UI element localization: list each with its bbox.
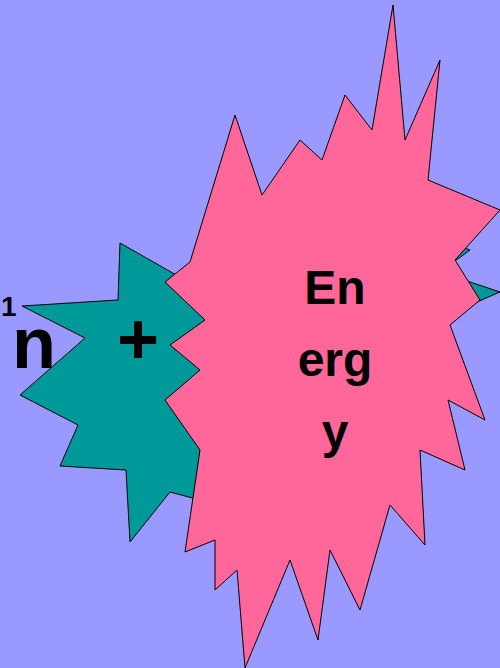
energy-text: En erg y (285, 252, 385, 468)
neutron-symbol: n (12, 307, 56, 379)
starburst-shape (165, 5, 500, 668)
energy-starburst: En erg y (160, 0, 500, 668)
plus-sign: + (117, 303, 159, 375)
